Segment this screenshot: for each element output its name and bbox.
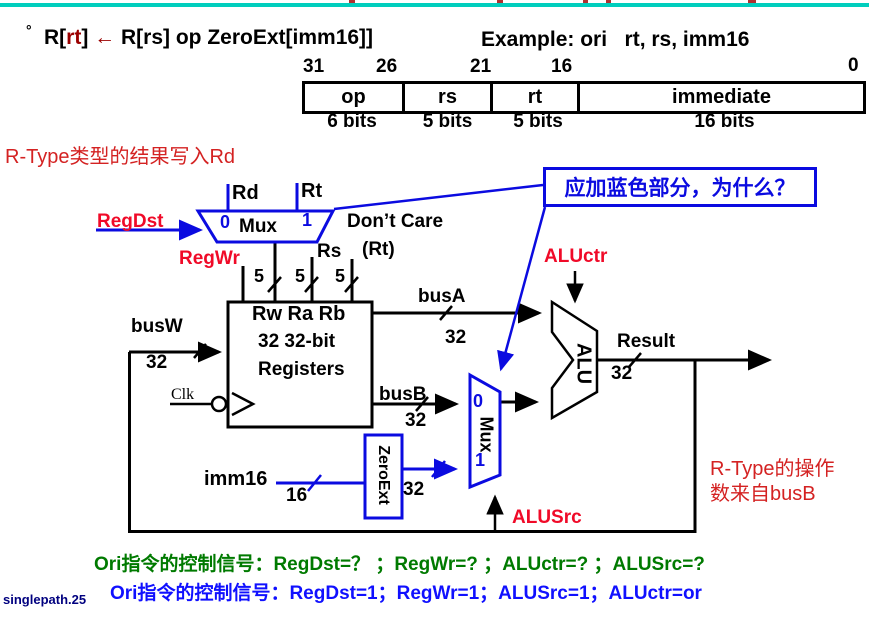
bit-position-21: 21 [470, 56, 492, 77]
callout-leader-line-1 [333, 183, 544, 211]
clipped-title-fragment [497, 0, 503, 3]
instruction-format-table: op rs rt immediate [302, 81, 866, 114]
rtype-operand-note-line2: 数来自busB [710, 483, 816, 505]
zeroext-out-width-slash [431, 460, 446, 478]
left-arrow-glyph: ← [94, 26, 116, 49]
rd-input-label: Rd [232, 182, 259, 204]
alu-label: ALU [572, 342, 595, 385]
field-rt: rt [493, 84, 580, 111]
result-feedback-wire [128, 352, 697, 533]
busb-width-slash [415, 396, 429, 412]
field-widths-row: 6 bits 5 bits 5 bits 16 bits [302, 111, 866, 133]
top-divider-rule [0, 3, 869, 7]
clipped-title-fragment [349, 0, 355, 3]
busb-width-label: 32 [405, 410, 427, 431]
imm16-width-slash [307, 474, 322, 492]
alusrc-mux-in1-label: 1 [475, 450, 486, 470]
rtype-operand-note-line1: R-Type的操作 [710, 458, 835, 480]
rw-width-label: 5 [254, 266, 265, 286]
clipped-title-fragment [583, 0, 588, 3]
busb-label: busB [379, 384, 427, 405]
alu-block [550, 299, 599, 421]
regdst-mux-block [195, 209, 336, 244]
imm16-width-label: 16 [286, 485, 308, 506]
formula-mid: ] [81, 26, 95, 49]
alusrc-signal-label: ALUSrc [512, 507, 582, 528]
dont-care-label: Don’t Care [347, 211, 444, 232]
control-signal-answer: Ori指令的控制信号：RegDst=1；RegWr=1；ALUSrc=1；ALU… [110, 583, 702, 604]
slide-id: singlepath.25 [3, 592, 87, 607]
rtl-formula: R[rt] ← R[rs] op ZeroExt[imm16]] [44, 26, 373, 50]
bullet-marker: ° [26, 22, 32, 38]
bit-position-31: 31 [303, 56, 325, 77]
regfile-name-line2: Registers [258, 359, 345, 380]
clk-edge-triangle [231, 391, 256, 417]
rs-bits: 5 bits [422, 111, 473, 132]
rs-input-label: Rs [317, 241, 342, 262]
regdst-signal-label: RegDst [97, 211, 164, 232]
result-label: Result [617, 331, 676, 352]
clipped-title-fragment [748, 0, 756, 3]
bit-position-0: 0 [848, 55, 859, 76]
result-width-slash [628, 352, 642, 368]
aluctr-signal-label: ALUctr [544, 246, 608, 267]
clk-label: Clk [171, 386, 195, 403]
busw-width-slash [193, 343, 207, 359]
callout-box: 应加蓝色部分，为什么？ [543, 167, 817, 207]
rb-width-slash [344, 276, 359, 293]
zeroext-out-width-label: 32 [403, 479, 425, 500]
formula-rest: R[rs] op ZeroExt[imm16]] [115, 26, 374, 49]
formula-rt: rt [66, 26, 82, 49]
regwr-signal-label: RegWr [179, 248, 240, 269]
rtype-writeback-note: R-Type类型的结果写入Rd [5, 146, 236, 168]
zeroext-block [363, 433, 404, 520]
rt-bits: 5 bits [513, 111, 563, 132]
rb-width-label: 5 [335, 266, 346, 286]
regdst-mux-in1-label: 1 [302, 210, 313, 230]
busa-width-label: 32 [445, 327, 467, 348]
regfile-ports-label: Rw Ra Rb [252, 303, 346, 325]
ra-width-slash [304, 276, 319, 293]
immediate-bits: 16 bits [694, 111, 755, 132]
callout-leader-line-2 [497, 206, 547, 372]
bit-position-16: 16 [551, 56, 573, 77]
bit-position-26: 26 [376, 56, 398, 77]
busw-width-label: 32 [146, 352, 168, 373]
imm16-label: imm16 [204, 468, 268, 490]
alusrc-mux-in0-label: 0 [473, 391, 484, 411]
register-file-block [226, 300, 374, 429]
rw-width-slash [267, 276, 282, 293]
ra-width-label: 5 [295, 266, 306, 286]
regfile-name-line1: 32 32-bit [258, 331, 336, 352]
regdst-mux-in0-label: 0 [220, 212, 231, 232]
example-text: Example: ori rt, rs, imm16 [481, 28, 750, 51]
formula-pre: R[ [44, 26, 67, 49]
result-width-label: 32 [611, 363, 633, 384]
regdst-mux-label: Mux [239, 216, 277, 237]
clk-inverter-bubble [210, 395, 228, 413]
callout-text: 应加蓝色部分，为什么？ [564, 177, 796, 200]
clipped-title-fragment [606, 0, 611, 3]
field-immediate: immediate [672, 86, 771, 108]
op-bits: 6 bits [327, 111, 377, 132]
zeroext-label: ZeroExt [375, 445, 392, 505]
dont-care-rt-label: (Rt) [362, 239, 395, 260]
rt-input-label: Rt [301, 180, 323, 202]
busa-label: busA [418, 286, 466, 307]
busa-width-slash [439, 305, 453, 321]
field-rs: rs [405, 84, 493, 111]
alusrc-mux-block [468, 372, 502, 490]
busw-label: busW [131, 316, 183, 337]
field-op: op [305, 84, 405, 111]
control-signal-question: Ori指令的控制信号：RegDst=？ ；RegWr=? ；ALUctr=? ；… [94, 554, 705, 575]
